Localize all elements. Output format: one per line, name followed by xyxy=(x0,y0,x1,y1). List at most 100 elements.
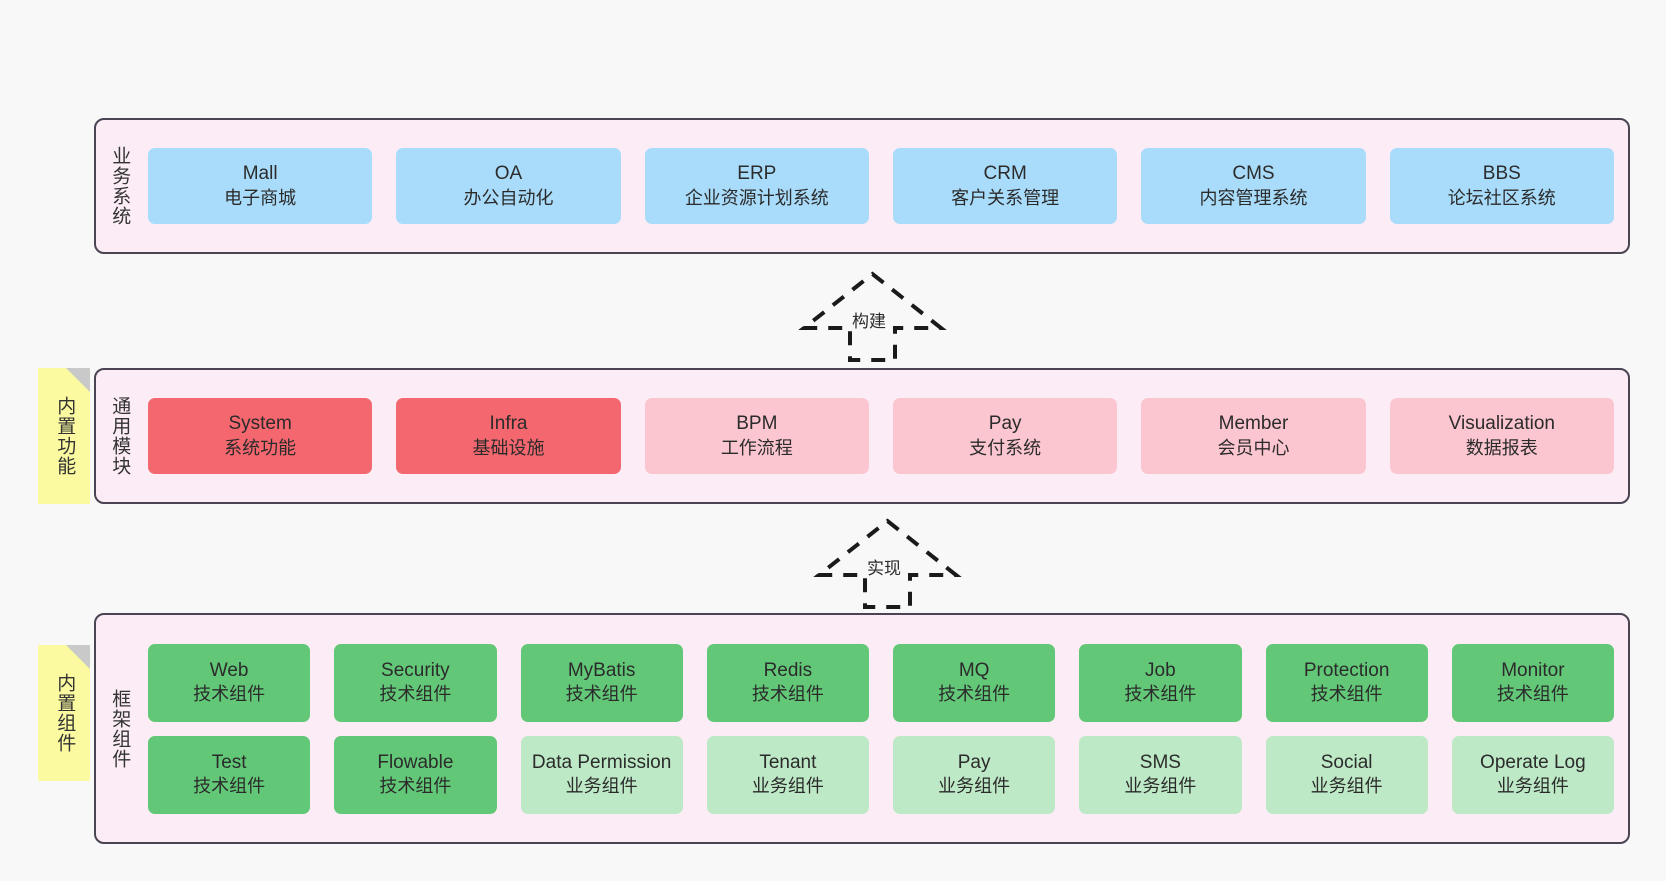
module-card-infra[interactable]: Infra 基础设施 xyxy=(396,398,621,474)
component-card-title: Pay xyxy=(957,751,991,773)
component-card-subtitle: 技术组件 xyxy=(379,684,452,705)
component-card-data-permission[interactable]: Data Permission 业务组件 xyxy=(520,735,683,814)
module-card-subtitle: 客户关系管理 xyxy=(951,187,1060,208)
module-card-subtitle: 论坛社区系统 xyxy=(1447,187,1556,208)
component-card-title: Data Permission xyxy=(531,751,672,773)
component-card-subtitle: 业务组件 xyxy=(1310,776,1383,797)
module-card-subtitle: 会员中心 xyxy=(1217,437,1290,458)
component-card-tenant[interactable]: Tenant 业务组件 xyxy=(706,735,869,814)
connector-build-arrow xyxy=(798,271,947,362)
component-card-subtitle: 技术组件 xyxy=(1124,684,1197,705)
layer-row: System 系统功能 Infra 基础设施 BPM 工作流程 Pay 支付系统… xyxy=(148,398,1614,474)
component-card-mybatis[interactable]: MyBatis 技术组件 xyxy=(520,643,683,722)
module-card-bbs[interactable]: BBS 论坛社区系统 xyxy=(1389,148,1614,224)
module-card-subtitle: 内容管理系统 xyxy=(1199,187,1308,208)
connector-build-label: 构建 xyxy=(852,312,886,331)
layer-body-business-systems: Mall 电子商城 OA 办公自动化 ERP 企业资源计划系统 CRM 客户关系… xyxy=(142,120,1628,252)
layer-title-framework-components: 框架组件 xyxy=(109,688,131,769)
component-card-title: SMS xyxy=(1139,751,1181,773)
module-card-subtitle: 企业资源计划系统 xyxy=(684,187,829,208)
component-card-social[interactable]: Social 业务组件 xyxy=(1265,735,1428,814)
module-card-member[interactable]: Member 会员中心 xyxy=(1141,398,1366,474)
component-card-protection[interactable]: Protection 技术组件 xyxy=(1265,643,1428,722)
component-card-job[interactable]: Job 技术组件 xyxy=(1079,643,1242,722)
module-card-erp[interactable]: ERP 企业资源计划系统 xyxy=(644,148,869,224)
component-card-redis[interactable]: Redis 技术组件 xyxy=(706,643,869,722)
connector-implement-arrow xyxy=(813,518,962,609)
layer-framework-components: 框架组件 Web 技术组件 Security 技术组件 MyBatis 技术组件… xyxy=(94,613,1630,844)
component-card-subtitle: 技术组件 xyxy=(1496,684,1569,705)
layer-body-common-modules: System 系统功能 Infra 基础设施 BPM 工作流程 Pay 支付系统… xyxy=(142,370,1628,502)
note-label: 内置组件 xyxy=(54,673,76,753)
module-card-title: ERP xyxy=(737,163,777,185)
module-card-mall[interactable]: Mall 电子商城 xyxy=(148,148,373,224)
component-card-test[interactable]: Test 技术组件 xyxy=(148,735,311,814)
component-card-pay[interactable]: Pay 业务组件 xyxy=(893,735,1056,814)
layer-row: Test 技术组件 Flowable 技术组件 Data Permission … xyxy=(148,735,1614,814)
module-card-title: Infra xyxy=(489,413,528,435)
component-card-monitor[interactable]: Monitor 技术组件 xyxy=(1451,643,1614,722)
module-card-subtitle: 工作流程 xyxy=(720,437,793,458)
layer-business-systems: 业务系统 Mall 电子商城 OA 办公自动化 ERP 企业资源计划系统 CRM… xyxy=(94,118,1630,254)
layer-common-modules: 通用模块 System 系统功能 Infra 基础设施 BPM 工作流程 Pay… xyxy=(94,368,1630,504)
component-card-title: Test xyxy=(211,751,247,773)
module-card-pay[interactable]: Pay 支付系统 xyxy=(892,398,1118,474)
module-card-subtitle: 系统功能 xyxy=(224,437,297,458)
module-card-subtitle: 支付系统 xyxy=(969,437,1042,458)
component-card-operate-log[interactable]: Operate Log 业务组件 xyxy=(1451,735,1614,814)
component-card-subtitle: 业务组件 xyxy=(938,776,1011,797)
module-card-subtitle: 数据报表 xyxy=(1465,437,1538,458)
component-card-subtitle: 技术组件 xyxy=(938,684,1011,705)
layer-body-framework-components: Web 技术组件 Security 技术组件 MyBatis 技术组件 Redi… xyxy=(142,615,1628,842)
note-fold-corner-icon xyxy=(66,368,90,392)
component-card-sms[interactable]: SMS 业务组件 xyxy=(1079,735,1242,814)
module-card-oa[interactable]: OA 办公自动化 xyxy=(396,148,621,224)
module-card-bpm[interactable]: BPM 工作流程 xyxy=(644,398,869,474)
module-card-crm[interactable]: CRM 客户关系管理 xyxy=(892,148,1118,224)
module-card-subtitle: 电子商城 xyxy=(224,187,297,208)
layer-title-common-modules: 通用模块 xyxy=(109,396,131,476)
module-card-visualization[interactable]: Visualization 数据报表 xyxy=(1389,398,1614,474)
layer-row: Mall 电子商城 OA 办公自动化 ERP 企业资源计划系统 CRM 客户关系… xyxy=(148,148,1614,224)
note-label: 内置功能 xyxy=(54,396,76,476)
component-card-subtitle: 业务组件 xyxy=(1124,776,1197,797)
component-card-subtitle: 技术组件 xyxy=(379,776,452,797)
component-card-title: Job xyxy=(1145,659,1176,681)
component-card-subtitle: 技术组件 xyxy=(1310,684,1383,705)
component-card-subtitle: 业务组件 xyxy=(565,776,638,797)
component-card-title: Protection xyxy=(1303,659,1390,681)
component-card-title: Social xyxy=(1320,751,1373,773)
component-card-title: Tenant xyxy=(759,751,817,773)
component-card-title: Operate Log xyxy=(1480,751,1586,773)
module-card-title: BPM xyxy=(736,413,778,435)
module-card-title: Member xyxy=(1218,413,1289,435)
component-card-subtitle: 技术组件 xyxy=(565,684,638,705)
component-card-title: MQ xyxy=(958,659,990,681)
module-card-title: Mall xyxy=(242,163,278,185)
module-card-subtitle: 办公自动化 xyxy=(463,187,554,208)
note-fold-corner-icon xyxy=(66,645,90,669)
component-card-flowable[interactable]: Flowable 技术组件 xyxy=(334,735,497,814)
module-card-title: BBS xyxy=(1482,163,1521,185)
module-card-system[interactable]: System 系统功能 xyxy=(148,398,373,474)
component-card-security[interactable]: Security 技术组件 xyxy=(334,643,497,722)
component-card-subtitle: 业务组件 xyxy=(751,776,824,797)
component-card-title: Monitor xyxy=(1501,659,1565,681)
note-builtin-features: 内置功能 xyxy=(38,368,90,504)
component-card-title: Redis xyxy=(763,659,813,681)
component-card-title: MyBatis xyxy=(567,659,636,681)
component-card-title: Security xyxy=(381,659,450,681)
component-card-subtitle: 业务组件 xyxy=(1496,776,1569,797)
module-card-cms[interactable]: CMS 内容管理系统 xyxy=(1141,148,1366,224)
component-card-mq[interactable]: MQ 技术组件 xyxy=(893,643,1056,722)
module-card-title: CMS xyxy=(1232,163,1275,185)
component-card-title: Flowable xyxy=(377,751,454,773)
module-card-title: Pay xyxy=(988,413,1022,435)
component-card-subtitle: 技术组件 xyxy=(193,776,266,797)
component-card-web[interactable]: Web 技术组件 xyxy=(148,643,311,722)
module-card-title: System xyxy=(228,413,292,435)
component-card-subtitle: 技术组件 xyxy=(193,684,266,705)
module-card-subtitle: 基础设施 xyxy=(472,437,545,458)
module-card-title: CRM xyxy=(983,163,1027,185)
